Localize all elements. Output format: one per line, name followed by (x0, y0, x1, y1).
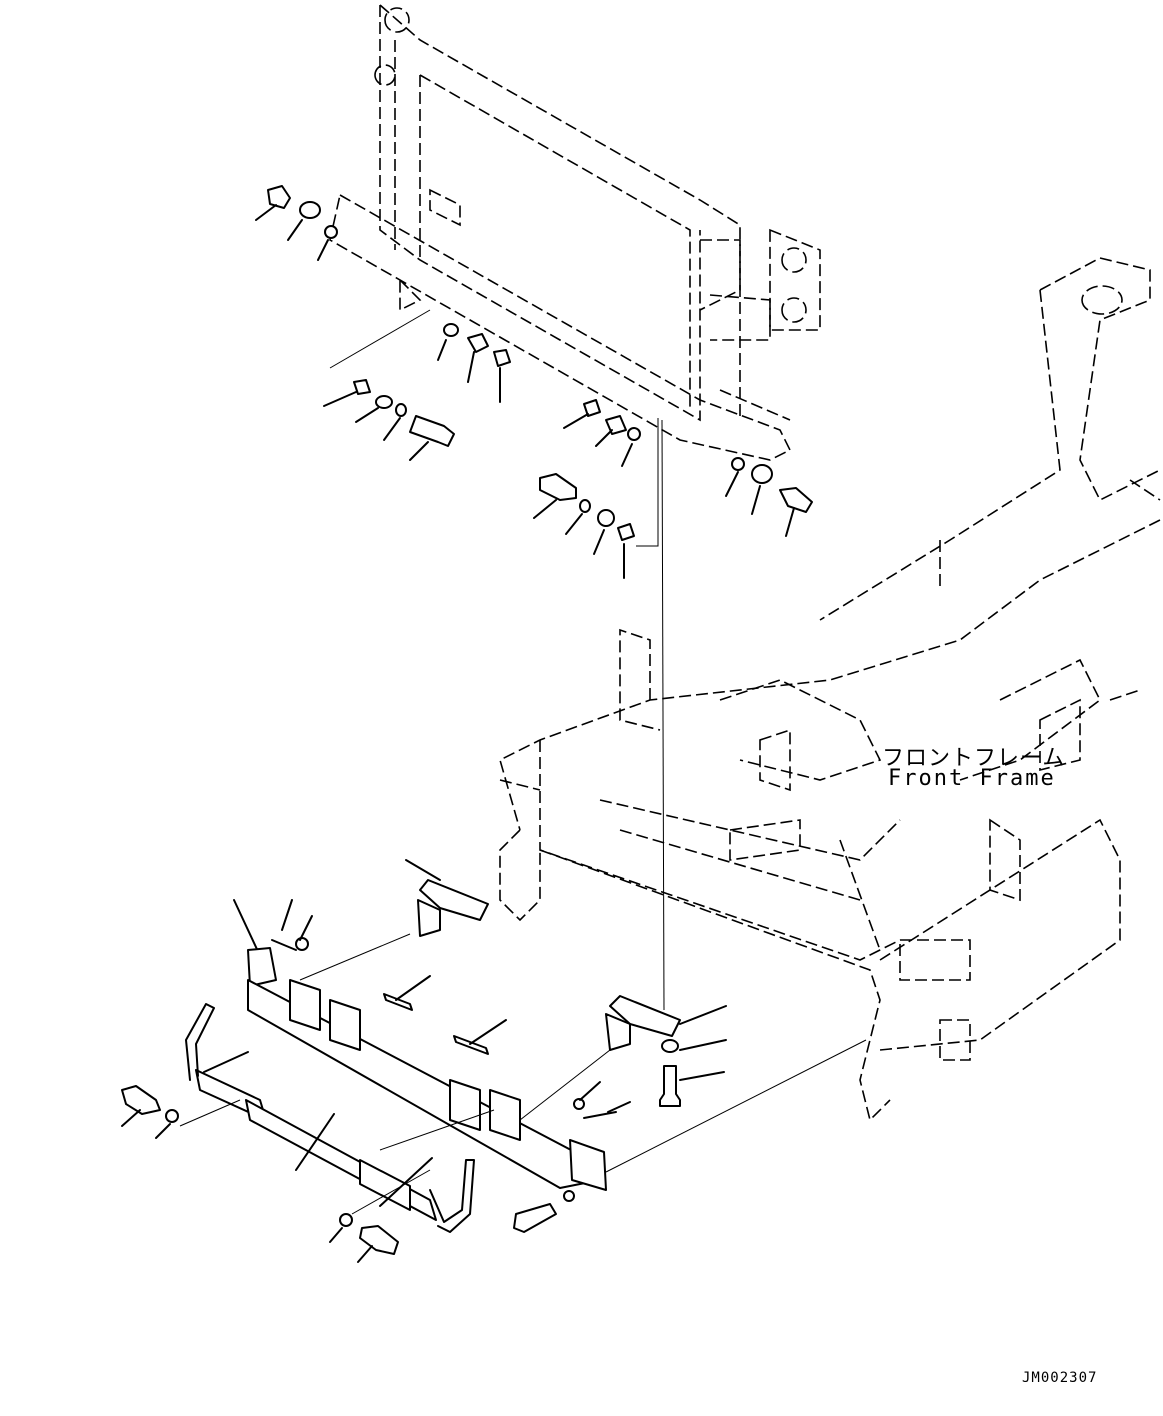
tow-hitch-assembly (121, 859, 867, 1263)
front-frame-label-en: Front Frame (888, 766, 1056, 791)
radiator-guard-frame (329, 4, 821, 461)
drawing-code: JM002307 (1022, 1370, 1098, 1386)
upper-fasteners (255, 185, 813, 579)
front-frame-label-jp: フロントフレーム (882, 746, 1066, 771)
alignment-line (661, 419, 665, 1011)
front-frame (499, 257, 1161, 1122)
